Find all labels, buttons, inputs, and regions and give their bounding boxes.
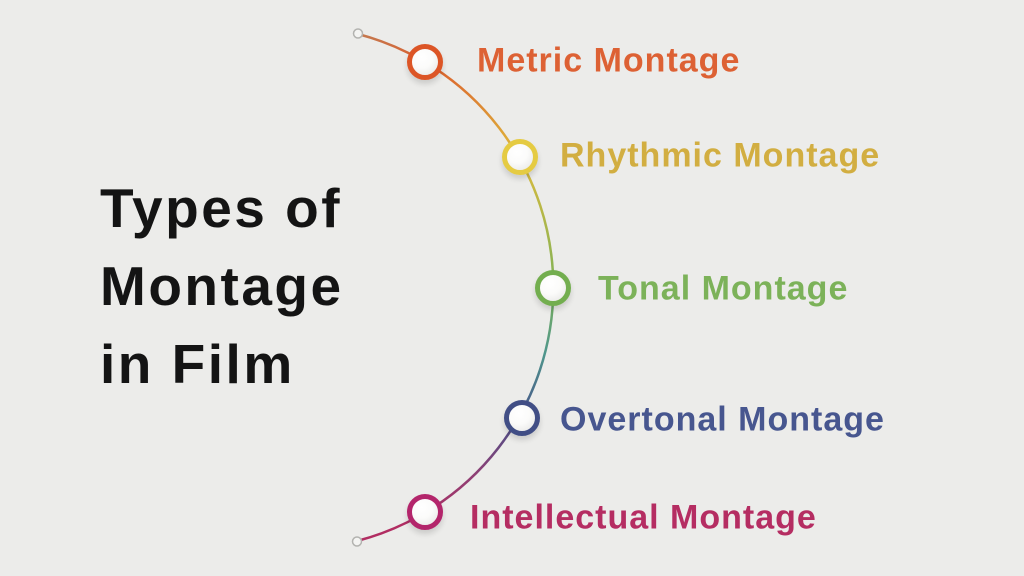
page-title: Types of Montage in Film xyxy=(100,177,344,395)
overtonal-montage-node xyxy=(504,400,540,436)
tonal-montage-node xyxy=(535,270,571,306)
curve-end-dot xyxy=(351,536,363,547)
tonal-montage-label: Tonal Montage xyxy=(598,269,849,308)
metric-montage-label: Metric Montage xyxy=(477,41,741,80)
metric-montage-node xyxy=(407,44,443,80)
curve-path xyxy=(356,32,555,543)
rhythmic-montage-label: Rhythmic Montage xyxy=(560,136,881,175)
curve-start-dot xyxy=(352,28,364,39)
overtonal-montage-label: Overtonal Montage xyxy=(560,400,885,439)
intellectual-montage-label: Intellectual Montage xyxy=(470,498,817,537)
intellectual-montage-node xyxy=(407,494,443,530)
rhythmic-montage-node xyxy=(502,139,538,175)
